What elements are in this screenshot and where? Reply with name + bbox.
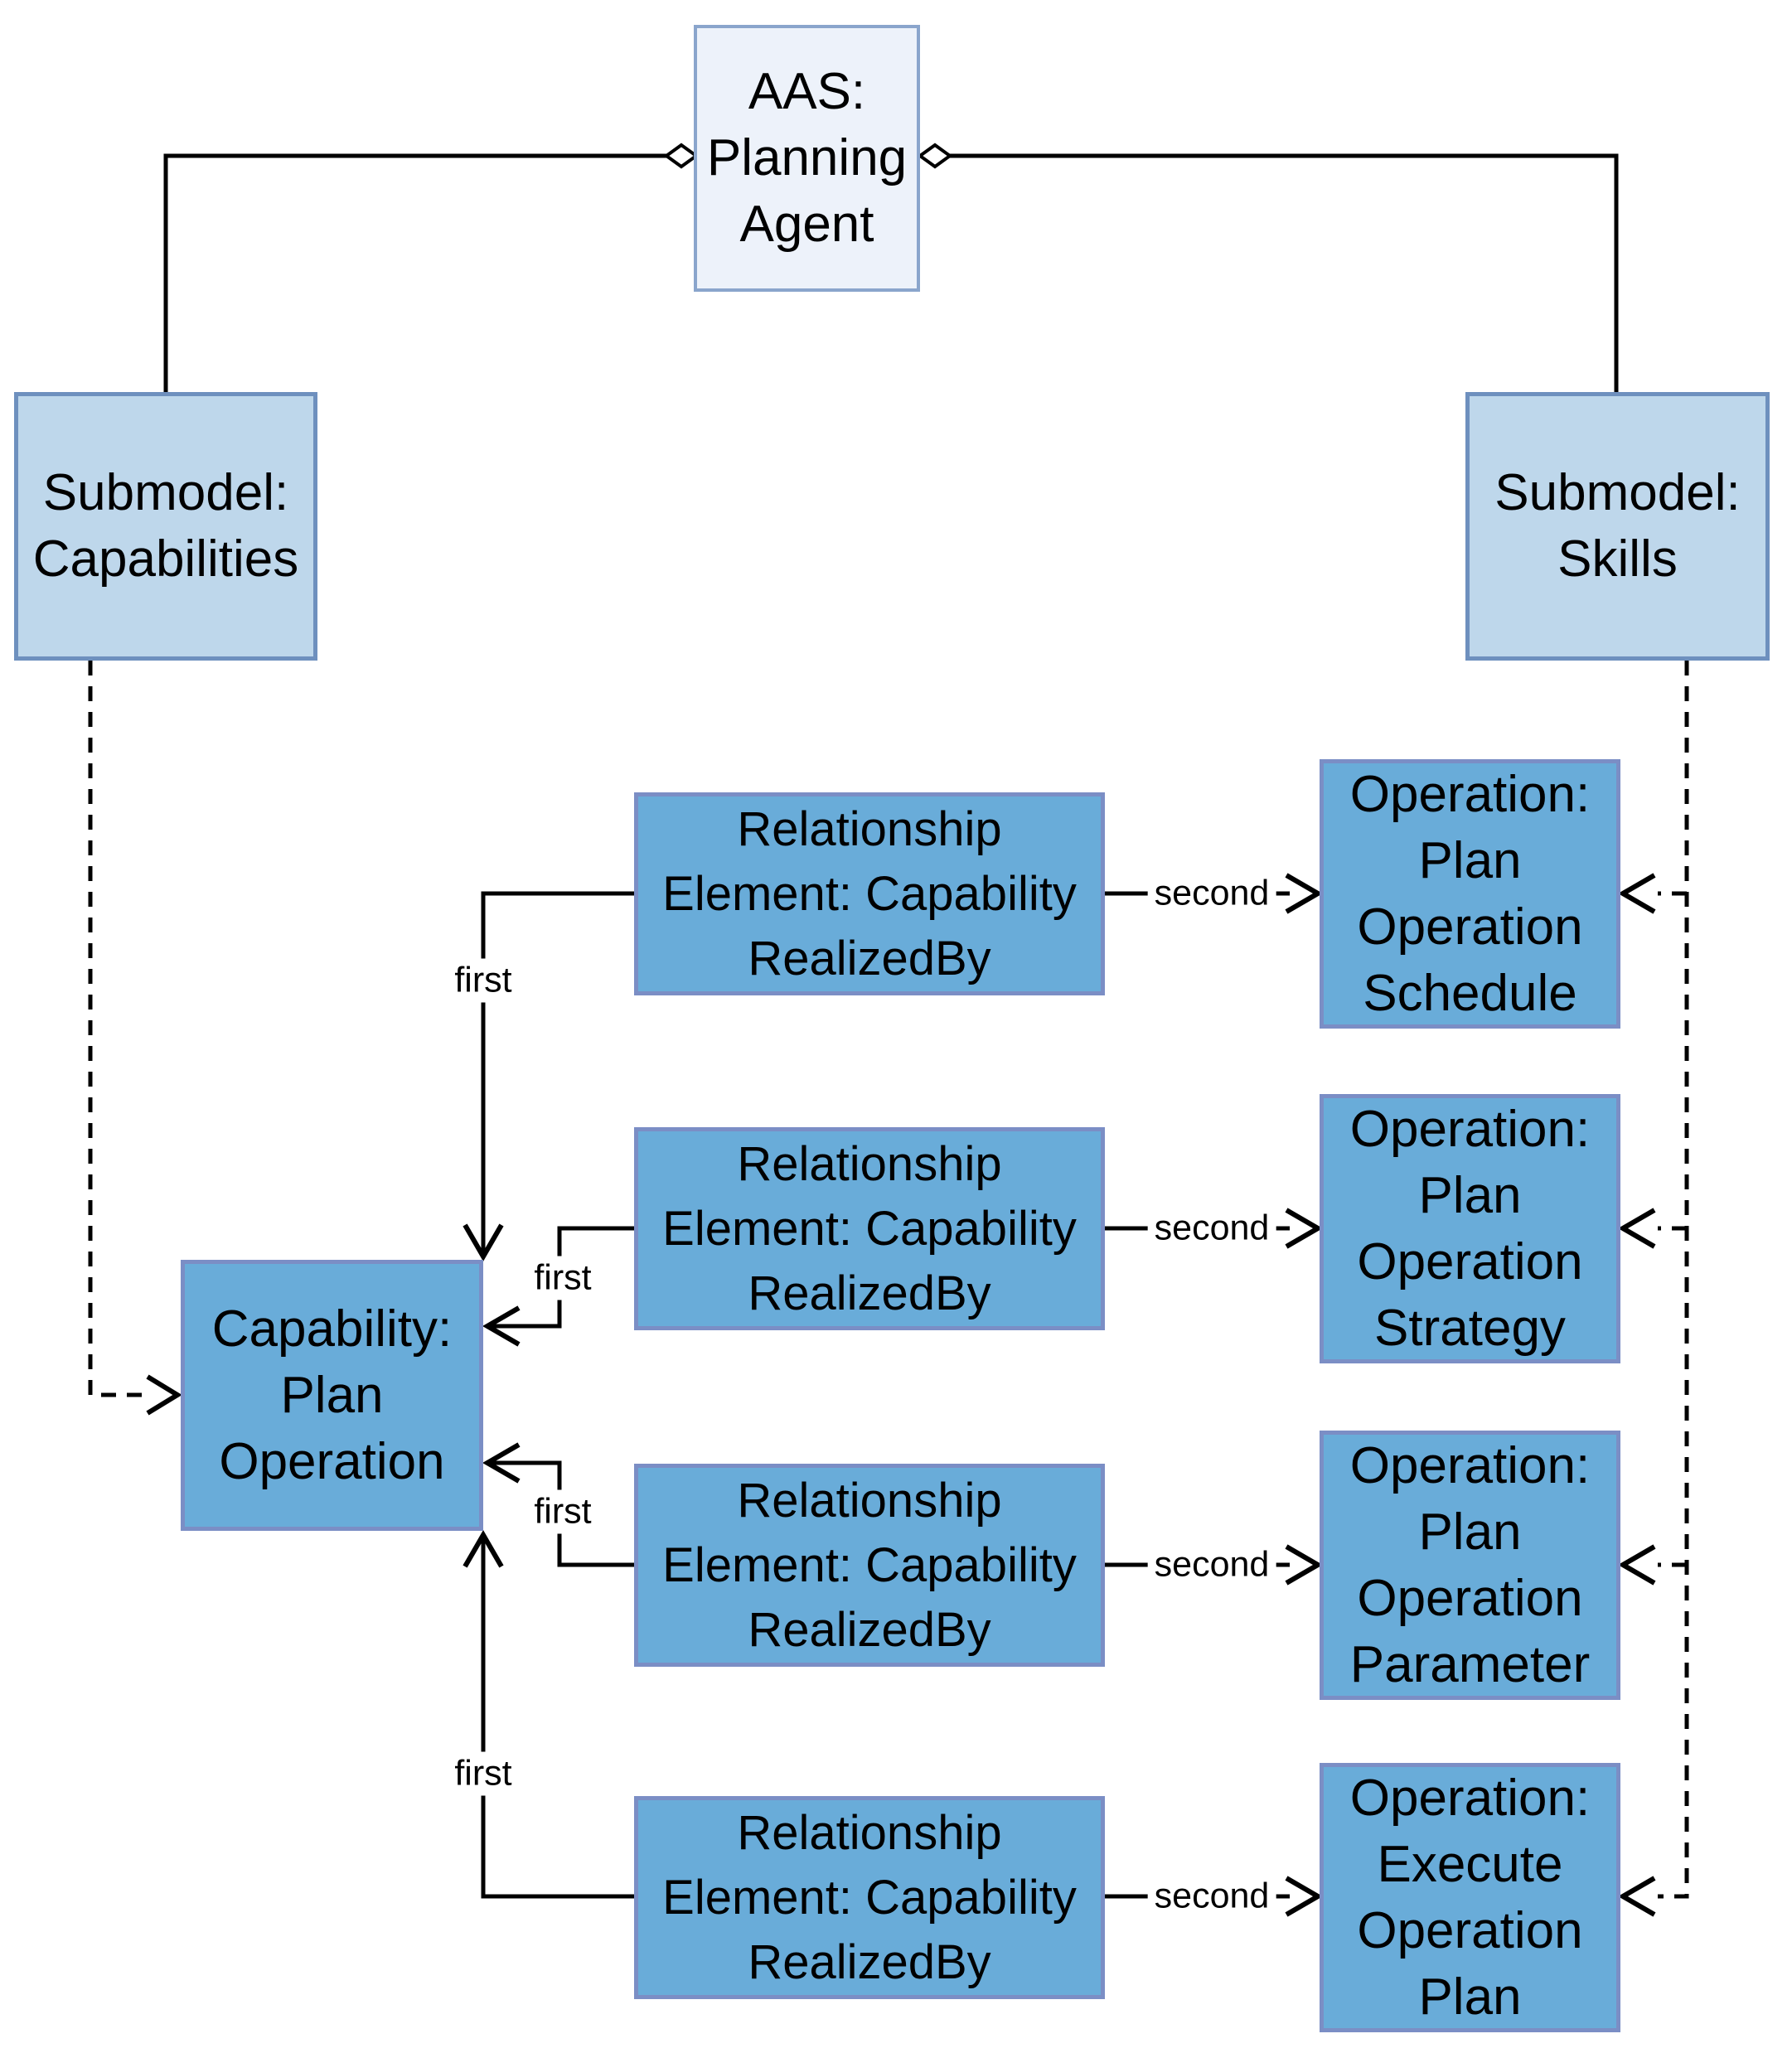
aggregation-diamond-left <box>663 143 700 169</box>
node-relationship-element-2: Relationship Element: Capability Realize… <box>634 1127 1105 1330</box>
arrowhead-up-icon <box>463 1530 504 1568</box>
arrowhead-right-icon <box>1285 1208 1323 1249</box>
edge-first-1 <box>463 891 634 1261</box>
node-aas-planning-agent: AAS: Planning Agent <box>694 25 920 292</box>
arrowhead-right-icon <box>146 1374 182 1416</box>
arrowhead-left-icon <box>1618 1876 1656 1917</box>
node-submodel-skills: Submodel: Skills <box>1465 392 1770 661</box>
node-submodel-capabilities: Submodel: Capabilities <box>14 392 317 661</box>
arrowhead-left-icon <box>1618 1544 1656 1586</box>
edge-label-first-2: first <box>527 1256 598 1300</box>
edge-label-second-3: second <box>1147 1542 1276 1587</box>
edge-aas-capabilities <box>163 143 700 392</box>
node-capability-plan-operation: Capability: Plan Operation <box>181 1260 483 1531</box>
arrowhead-left-icon <box>482 1305 521 1347</box>
arrowhead-right-icon <box>1285 873 1323 914</box>
node-operation-plan-operation-parameter: Operation: Plan Operation Parameter <box>1320 1431 1620 1700</box>
arrowhead-left-icon <box>1618 1208 1656 1249</box>
node-relationship-element-3: Relationship Element: Capability Realize… <box>634 1464 1105 1667</box>
node-relationship-element-4: Relationship Element: Capability Realize… <box>634 1796 1105 1999</box>
edge-aas-skills <box>917 143 1619 392</box>
node-relationship-element-1: Relationship Element: Capability Realize… <box>634 792 1105 995</box>
aggregation-diamond-right <box>917 143 953 169</box>
edge-first-4 <box>463 1530 637 1899</box>
arrowhead-left-icon <box>482 1442 521 1484</box>
node-operation-plan-operation-schedule: Operation: Plan Operation Schedule <box>1320 759 1620 1029</box>
edge-label-second-1: second <box>1147 871 1276 916</box>
edge-label-first-3: first <box>527 1489 598 1534</box>
arrowhead-down-icon <box>463 1223 504 1261</box>
node-operation-plan-operation-strategy: Operation: Plan Operation Strategy <box>1320 1094 1620 1363</box>
node-operation-execute-operation-plan: Operation: Execute Operation Plan <box>1320 1763 1620 2032</box>
edge-skills-operations <box>1618 661 1689 1917</box>
arrowhead-right-icon <box>1285 1544 1323 1586</box>
edge-label-first-1: first <box>448 958 519 1003</box>
arrowhead-right-icon <box>1285 1876 1323 1917</box>
edge-capabilities-capability <box>88 661 182 1416</box>
edge-label-second-2: second <box>1147 1206 1276 1251</box>
arrowhead-left-icon <box>1618 873 1656 914</box>
edge-label-second-4: second <box>1147 1874 1276 1919</box>
edge-label-first-4: first <box>448 1751 519 1796</box>
